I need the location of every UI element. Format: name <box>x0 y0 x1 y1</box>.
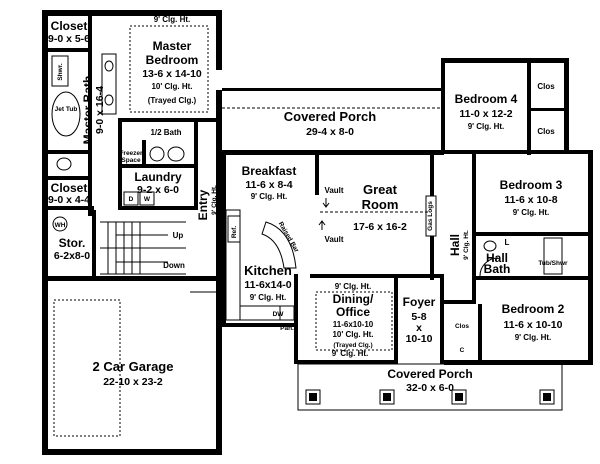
dining-clg-bottom: 9' Clg. Ht. <box>332 349 369 358</box>
storage-dims: 6-2x8-0 <box>54 250 90 262</box>
hall-bath-l: L <box>505 238 510 247</box>
bedroom2-closet: Clos <box>455 323 469 330</box>
freezer-label-1: Freezer <box>119 150 143 157</box>
stairs-down-label: Down <box>163 261 185 270</box>
rear-porch-name: Covered Porch <box>284 109 377 124</box>
front-porch-structure <box>297 363 563 411</box>
front-porch-dims: 32-0 x 6-0 <box>406 382 454 394</box>
jet-tub-label: Jet Tub <box>55 106 78 113</box>
bedroom4-name: Bedroom 4 <box>455 92 518 106</box>
master-bedroom-clg-top: 9' Clg. Ht. <box>154 15 191 24</box>
foyer-name: Foyer <box>403 295 436 309</box>
dining-trayed: (Trayed Clg.) <box>333 342 372 349</box>
vault-label-bottom: Vault <box>324 235 343 244</box>
dining-name-1: Dining/ <box>333 292 374 306</box>
refrigerator-label: Ref. <box>231 226 238 238</box>
great-room-name-2: Room <box>362 197 399 212</box>
walls <box>42 10 593 455</box>
kitchen-dims: 11-6x14-0 <box>244 279 291 291</box>
master-bath-dims: 9-0 x 16-4 <box>94 86 106 134</box>
master-bedroom-dims: 13-6 x 14-10 <box>142 68 202 80</box>
front-porch-name: Covered Porch <box>387 367 472 381</box>
stairs-up-label: Up <box>173 231 184 240</box>
laundry-dims: 9-2 x 6-0 <box>137 184 179 196</box>
master-bedroom-name-2: Bedroom <box>146 53 199 67</box>
hall-clg: 9' Clg. Ht. <box>463 230 470 260</box>
bedroom4-closet-2: Clos <box>537 127 555 136</box>
bedroom4-closet-1: Clos <box>537 82 555 91</box>
dining-name-2: Office <box>336 305 370 319</box>
master-bedroom-clg: 10' Clg. Ht. <box>151 82 192 91</box>
bedroom2-dims: 11-6 x 10-10 <box>504 319 563 331</box>
shower-label: Shwr. <box>57 63 64 81</box>
dryer-label: D <box>129 196 134 203</box>
dining-dims: 11-6x10-10 <box>333 320 374 329</box>
closet-top-name: Closet <box>51 19 88 33</box>
pantry-label: Pan. <box>280 325 294 332</box>
bedroom4-clg: 9' Clg. Ht. <box>468 122 505 131</box>
freezer-label-2: Space <box>121 157 141 164</box>
master-bath-name: Master Bath <box>81 76 95 145</box>
fixtures <box>51 25 563 437</box>
raised-bar-label: Raised Bar <box>277 221 300 254</box>
bedroom2-clg: 9' Clg. Ht. <box>515 333 552 342</box>
dishwasher-label: DW <box>273 311 285 318</box>
vault-arrow-down-icon <box>322 198 330 208</box>
garage-name: 2 Car Garage <box>93 359 174 374</box>
foyer-dim-1: 5-8 <box>411 311 426 323</box>
bedroom2-c: C <box>460 347 465 354</box>
breakfast-clg: 9' Clg. Ht. <box>251 192 288 201</box>
closet-top-dims: 9-0 x 5-6 <box>48 33 90 45</box>
rear-porch-dims: 29-4 x 8-0 <box>306 126 354 138</box>
room-labels: Closet 9-0 x 5-6 9' Clg. Ht. Master Bedr… <box>48 15 568 394</box>
bedroom3-clg: 9' Clg. Ht. <box>513 208 550 217</box>
garage-dims: 22-10 x 23-2 <box>103 376 163 388</box>
bedroom2-name: Bedroom 2 <box>502 302 565 316</box>
bedroom3-dims: 11-6 x 10-8 <box>504 194 557 206</box>
great-room-dims: 17-6 x 16-2 <box>353 221 407 233</box>
dining-clg: 10' Clg. Ht. <box>332 330 373 339</box>
laundry-name: Laundry <box>134 170 182 184</box>
master-bedroom-name-1: Master <box>153 39 192 53</box>
entry-clg: 9' Clg. Ht. <box>211 185 218 215</box>
closet-lower-name: Closet <box>51 181 88 195</box>
closet-lower-dims: 9-0 x 4-4 <box>48 194 90 206</box>
hall-bath-name-2: Bath <box>484 262 511 276</box>
vault-arrow-up-icon <box>318 220 326 230</box>
master-bedroom-trayed: (Trayed Clg.) <box>148 96 197 105</box>
vault-label-top: Vault <box>324 186 343 195</box>
breakfast-name: Breakfast <box>242 164 297 178</box>
kitchen-name: Kitchen <box>244 263 292 278</box>
storage-name: Stor. <box>59 236 86 250</box>
hall-name: Hall <box>448 234 462 256</box>
washer-label: W <box>144 196 151 203</box>
water-heater-label: WH <box>55 222 66 229</box>
gas-logs-label: Gas Logs <box>427 201 434 231</box>
bedroom4-dims: 11-0 x 12-2 <box>459 108 512 120</box>
foyer-dim-3: 10-10 <box>406 333 433 345</box>
half-bath-name: 1/2 Bath <box>150 128 181 137</box>
kitchen-clg: 9' Clg. Ht. <box>250 293 287 302</box>
hall-bath-name-1: Hall <box>486 251 508 265</box>
bedroom3-name: Bedroom 3 <box>500 178 563 192</box>
great-room-name-1: Great <box>363 182 398 197</box>
entry-name: Entry <box>196 189 210 220</box>
tub-shower-label: Tub/Shwr <box>538 260 568 267</box>
dining-clg-top: 9' Clg. Ht. <box>335 282 372 291</box>
foyer-dim-2: x <box>416 322 422 334</box>
breakfast-dims: 11-6 x 8-4 <box>245 179 292 191</box>
